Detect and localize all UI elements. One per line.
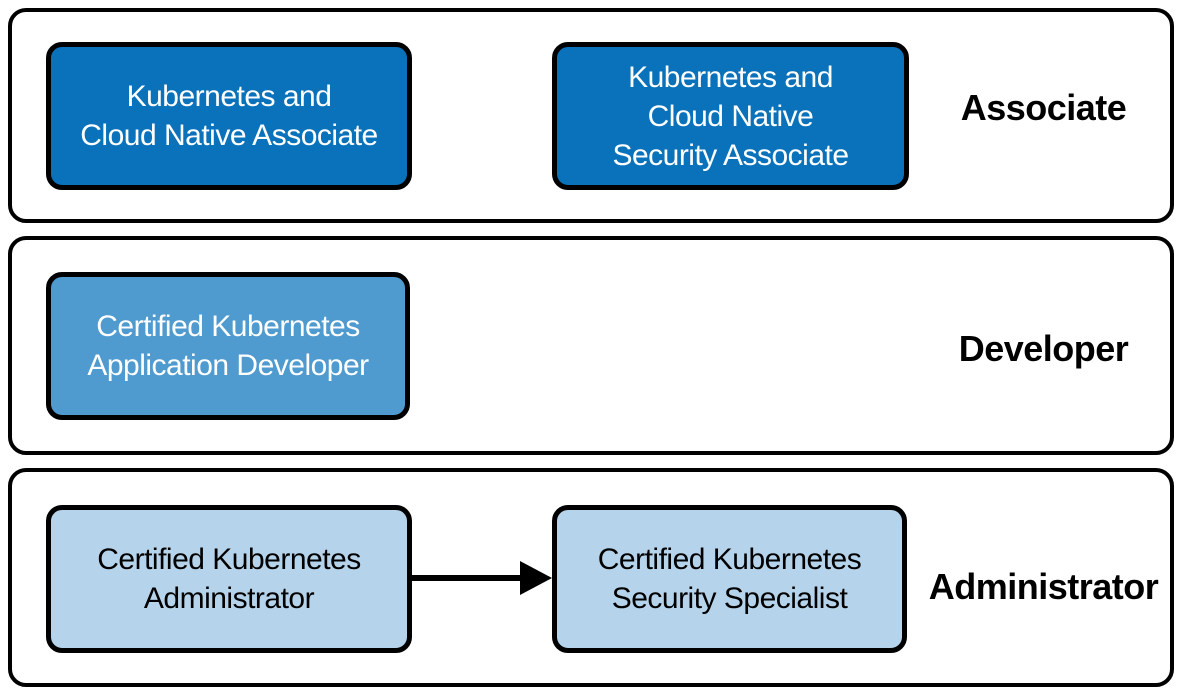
band-label-associate: Associate [960, 87, 1127, 128]
band-associate: Kubernetes and Cloud Native Associate Ku… [8, 8, 1174, 223]
arrow-cka-to-cks-head-icon [520, 561, 552, 595]
node-cka-label: Certified Kubernetes Administrator [97, 543, 361, 615]
node-cks-label: Certified Kubernetes Security Specialist [597, 543, 862, 615]
node-kcsa-label: Kubernetes and Cloud Native Security Ass… [612, 60, 849, 172]
band-label-administrator: Administrator [928, 566, 1159, 607]
band-developer: Certified Kubernetes Application Develop… [8, 236, 1174, 455]
node-ckad: Certified Kubernetes Application Develop… [46, 272, 410, 420]
arrow-cka-to-cks-line [410, 575, 522, 581]
node-kcsa: Kubernetes and Cloud Native Security Ass… [552, 42, 909, 190]
node-cks: Certified Kubernetes Security Specialist [552, 505, 907, 653]
node-cka: Certified Kubernetes Administrator [46, 505, 412, 653]
node-kcna-label: Kubernetes and Cloud Native Associate [80, 80, 378, 152]
node-ckad-label: Certified Kubernetes Application Develop… [87, 310, 369, 382]
node-kcna: Kubernetes and Cloud Native Associate [46, 42, 412, 190]
band-administrator: Certified Kubernetes Administrator Certi… [8, 468, 1174, 687]
band-label-developer: Developer [958, 328, 1129, 369]
